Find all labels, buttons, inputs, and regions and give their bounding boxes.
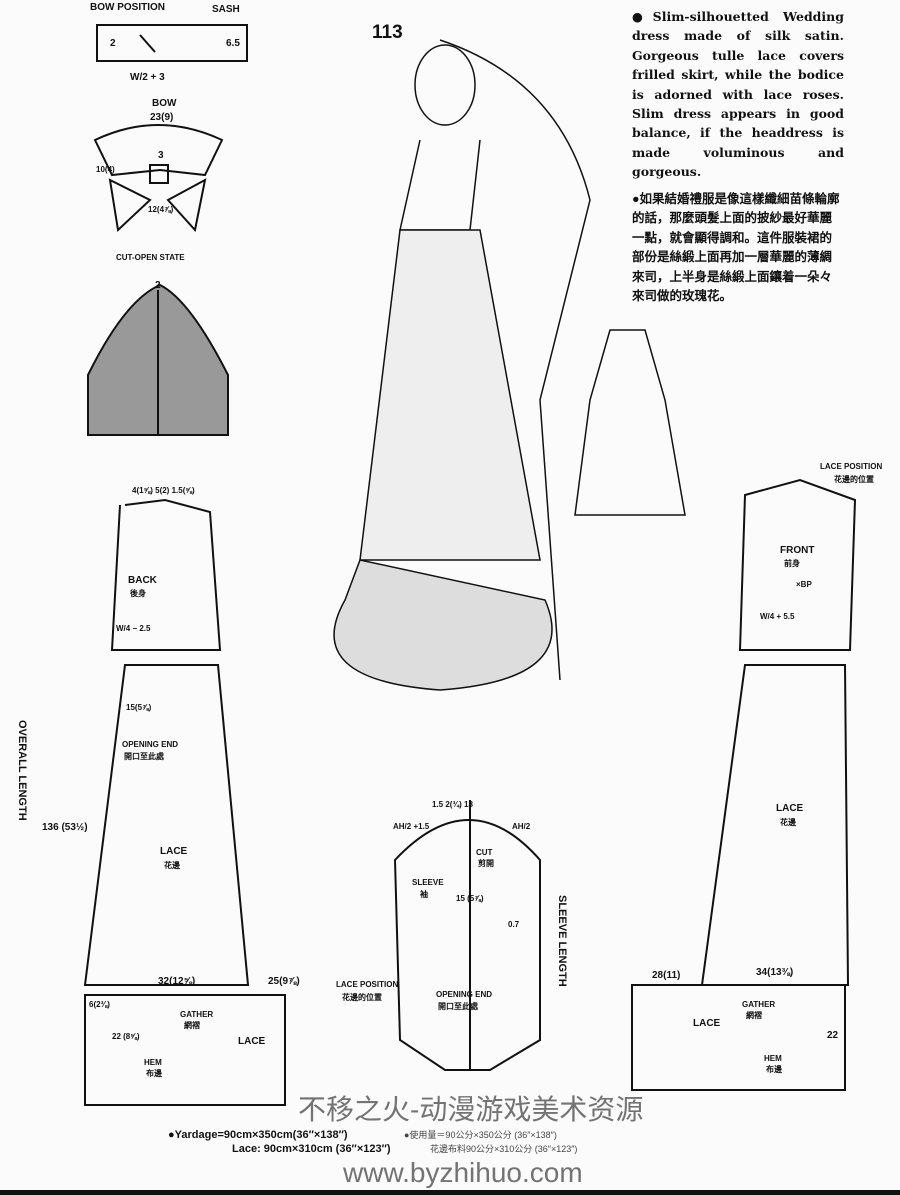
sleeve-ah2: AH/2 bbox=[512, 822, 531, 831]
back-hem-measure: 32(12⅝) bbox=[158, 976, 196, 987]
back-frill-lace: LACE bbox=[238, 1036, 266, 1047]
frill-6: 6(2⅜) bbox=[89, 1000, 110, 1009]
front-gather-zh: 網褶 bbox=[746, 1011, 762, 1020]
sash-65: 6.5 bbox=[226, 38, 240, 49]
sleeve-opening-end-zh: 開口至此處 bbox=[438, 1002, 478, 1011]
bottom-border bbox=[0, 1190, 900, 1195]
front-frill-lace: LACE bbox=[693, 1018, 721, 1029]
bow-3: 3 bbox=[158, 150, 164, 161]
watermark-text: 不移之火-动漫游戏美术资源 bbox=[298, 1094, 644, 1125]
overall-length-label: OVERALL LENGTH bbox=[16, 720, 28, 821]
back-hem-zh: 布邊 bbox=[146, 1069, 162, 1078]
front-bodice bbox=[738, 478, 857, 651]
front-lace-zh: 花邊 bbox=[780, 818, 796, 827]
yardage-lace-zh: 花邊布料90公分×310公分 (36″×123″) bbox=[430, 1144, 578, 1154]
sash-piece bbox=[96, 24, 248, 62]
bp-mark: ×BP bbox=[796, 580, 812, 589]
front-zh: 前身 bbox=[784, 559, 800, 568]
back-frill bbox=[84, 994, 286, 1106]
opening-end-label: OPENING END bbox=[122, 740, 179, 749]
back-lace-label: LACE bbox=[160, 846, 188, 857]
yardage-zh: ●使用量＝90公分×350公分 (36″×138″) bbox=[404, 1130, 557, 1140]
bow-drawing bbox=[93, 124, 224, 233]
bow-size: 23(9) bbox=[150, 112, 174, 123]
back-waist: W/4 − 2.5 bbox=[116, 624, 151, 633]
sash-width: W/2 + 3 bbox=[130, 72, 165, 83]
front-gather: GATHER bbox=[742, 1000, 776, 1009]
description-english: ●Slim-silhouetted Wedding dress made of … bbox=[632, 9, 844, 180]
front-hem-label: HEM bbox=[764, 1054, 782, 1063]
back-hem-label: HEM bbox=[144, 1058, 162, 1067]
sleeve-opening-end: OPENING END bbox=[436, 990, 493, 999]
sleeve-top-measures: 1.5 2(¾) 18 bbox=[432, 800, 473, 809]
sleeve-15: 15 (5⅞) bbox=[456, 894, 484, 903]
back-zh: 後身 bbox=[130, 589, 146, 598]
sleeve-zh: 袖 bbox=[420, 890, 428, 899]
watermark-url: www.byzhihuo.com bbox=[343, 1157, 583, 1188]
sleeve-ah1: AH/2 +1.5 bbox=[393, 822, 430, 831]
overall-length-value: 136 (53½) bbox=[42, 822, 88, 833]
back-label: BACK bbox=[128, 575, 157, 586]
cut-open-2: 2 bbox=[155, 280, 161, 291]
yardage-lace-en: Lace: 90cm×310cm (36″×123″) bbox=[232, 1143, 391, 1155]
front-hem-zh: 布邊 bbox=[766, 1065, 782, 1074]
back-gather-zh: 網褶 bbox=[184, 1021, 200, 1030]
sleeve-lace-position-zh: 花邊的位置 bbox=[342, 993, 382, 1002]
bow-label: BOW bbox=[152, 98, 177, 109]
sleeve-label: SLEEVE bbox=[412, 878, 444, 887]
back-bodice bbox=[110, 498, 222, 651]
description-block: ●Slim-silhouetted Wedding dress made of … bbox=[632, 7, 844, 307]
frill-22b: 22 (8⅝) bbox=[112, 1032, 140, 1041]
sleeve-length-label: SLEEVE LENGTH bbox=[556, 895, 568, 987]
sleeve-lace-position: LACE POSITION bbox=[336, 980, 399, 989]
frill-22: 22 bbox=[827, 1030, 839, 1041]
front-frill bbox=[631, 984, 846, 1091]
back-gather: GATHER bbox=[180, 1010, 214, 1019]
bow-position-label: BOW POSITION bbox=[90, 2, 165, 13]
sleeve-07: 0.7 bbox=[508, 920, 520, 929]
front-skirt bbox=[700, 664, 850, 986]
back-lace-zh: 花邊 bbox=[164, 861, 180, 870]
sash-label: SASH bbox=[212, 4, 240, 15]
front-label: FRONT bbox=[780, 545, 815, 556]
yardage-en: ●Yardage=90cm×350cm(36″×138″) bbox=[168, 1129, 348, 1141]
front-waist: W/4 + 5.5 bbox=[760, 612, 795, 621]
back-15: 15(5⅞) bbox=[126, 703, 152, 712]
description-chinese: ●如果結婚禮服是像這樣纖細苗條輪廓的話，那麼頭髮上面的披紗最好華麗一點，就會顯得… bbox=[632, 191, 840, 304]
back-side-measure: 25(9⅞) bbox=[268, 976, 300, 987]
sash-2: 2 bbox=[110, 38, 116, 49]
lace-position-label: LACE POSITION bbox=[820, 462, 883, 471]
front-left-measure: 28(11) bbox=[652, 970, 681, 981]
page-number: 113 bbox=[372, 22, 403, 43]
cut-zh: 剪開 bbox=[478, 859, 494, 868]
bow-10: 10(4) bbox=[96, 165, 115, 174]
bow-12: 12(4⅞) bbox=[148, 205, 174, 214]
dress-illustration bbox=[333, 39, 591, 691]
cut-open-label: CUT-OPEN STATE bbox=[116, 253, 185, 262]
opening-end-zh: 開口至此處 bbox=[124, 752, 164, 761]
sleeve-piece bbox=[393, 800, 541, 1071]
back-skirt bbox=[83, 664, 250, 986]
lace-position-zh: 花邊的位置 bbox=[834, 475, 874, 484]
small-dress-sketch bbox=[574, 329, 686, 516]
cut-label: CUT bbox=[476, 848, 493, 857]
cut-open-sleeve bbox=[87, 283, 229, 436]
front-lace-label: LACE bbox=[776, 803, 804, 814]
front-hem-measure: 34(13⅜) bbox=[756, 967, 794, 978]
back-neck-measures: 4(1⅝) 5(2) 1.5(⅝) bbox=[132, 486, 195, 495]
